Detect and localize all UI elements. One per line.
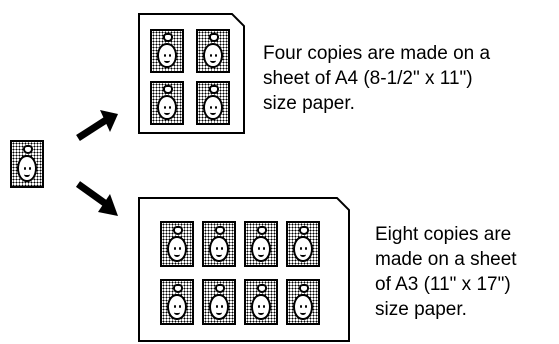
- copy-tile: [286, 221, 320, 267]
- arrow-down-right-icon: [75, 181, 118, 216]
- original-portrait-icon: [10, 140, 44, 188]
- arrow-up-right-icon: [76, 110, 118, 141]
- copy-tile: [244, 221, 278, 267]
- copy-tile: [160, 221, 194, 267]
- copy-tile: [150, 29, 184, 73]
- copy-tile: [150, 81, 184, 125]
- copy-tile: [196, 81, 230, 125]
- copy-tile: [196, 29, 230, 73]
- a3-sheet: [138, 197, 350, 342]
- a4-sheet: [138, 13, 245, 134]
- copy-tile: [202, 279, 236, 325]
- copy-tile: [244, 279, 278, 325]
- copy-tile: [160, 279, 194, 325]
- copy-tile: [286, 279, 320, 325]
- four-copies-caption: Four copies are made on a sheet of A4 (8…: [263, 43, 491, 114]
- eight-copies-caption: Eight copies are made on a sheet of A3 (…: [375, 224, 517, 320]
- copy-tile: [202, 221, 236, 267]
